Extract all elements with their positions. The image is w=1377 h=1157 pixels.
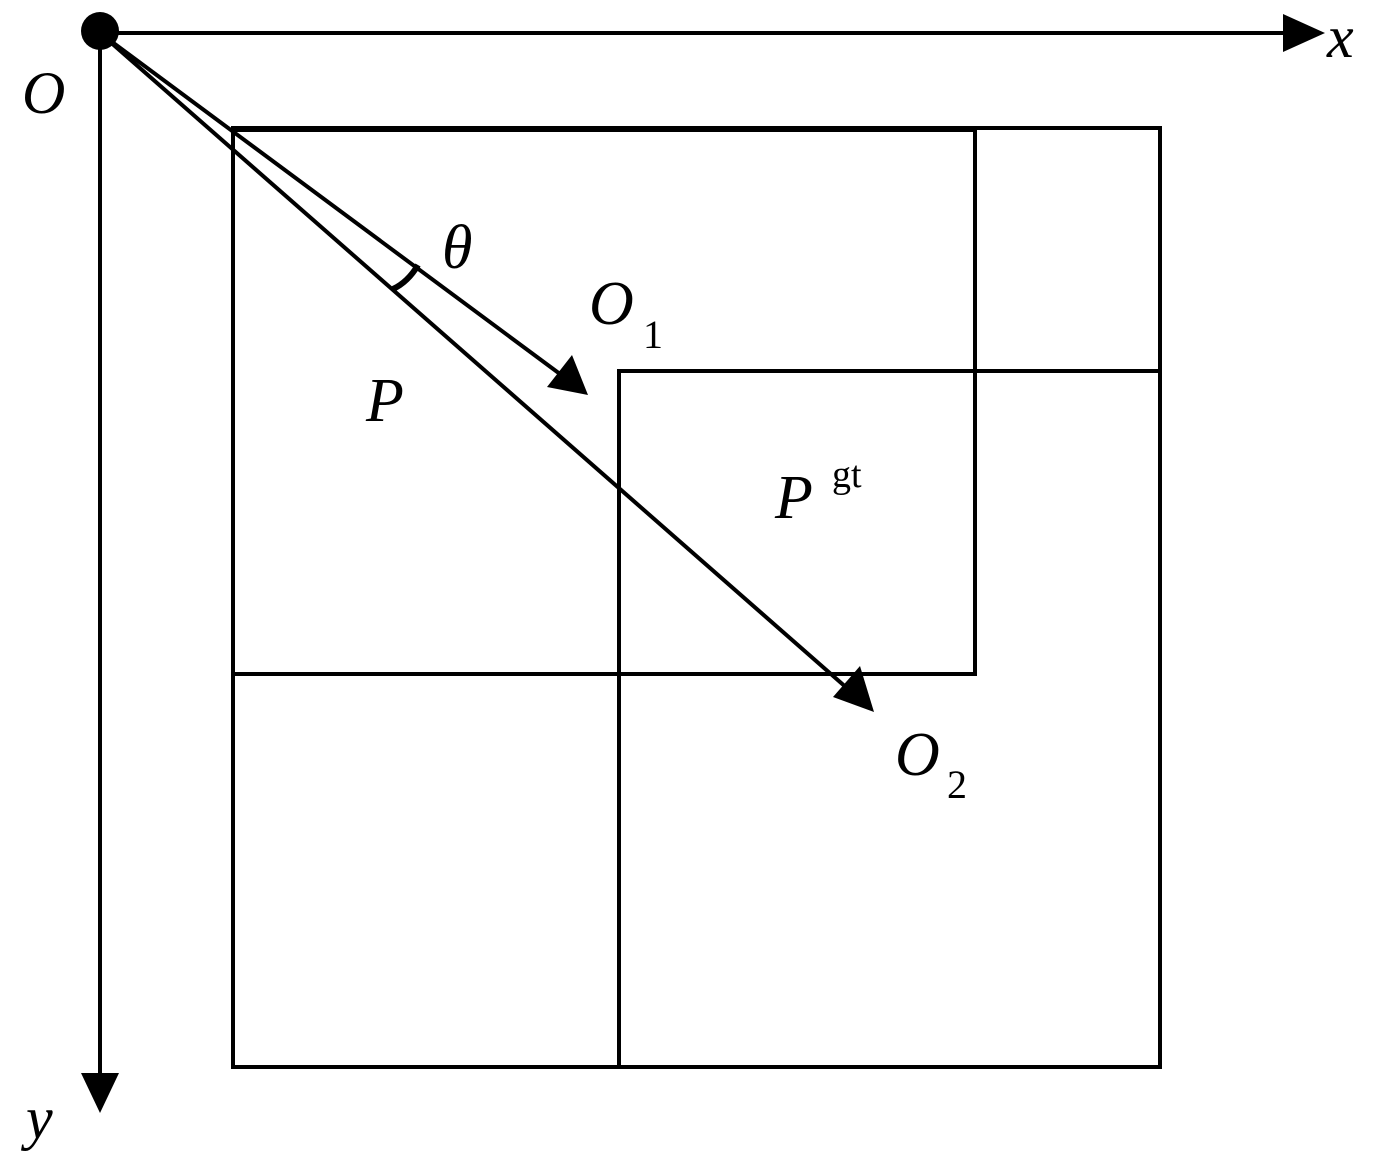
pgt-label: P	[774, 464, 813, 532]
p-label: P	[365, 367, 404, 435]
origin-label: O	[22, 60, 65, 126]
vector-o-o1	[98, 31, 562, 376]
theta-arc	[391, 263, 421, 292]
o2-label: O	[895, 721, 940, 789]
box-p	[231, 128, 977, 676]
x-axis-label: x	[1326, 4, 1354, 70]
outer-box	[231, 126, 1162, 1069]
vector-o1-arrowhead	[547, 355, 588, 395]
y-axis-arrowhead	[81, 1073, 119, 1113]
box-pgt	[617, 369, 1162, 1069]
y-axis-label: y	[20, 1085, 53, 1151]
x-axis-arrowhead	[1283, 14, 1325, 52]
vector-o2-arrowhead	[833, 666, 874, 712]
o1-label: O	[589, 270, 634, 338]
o1-subscript: 1	[643, 312, 663, 357]
pgt-superscript: gt	[832, 454, 862, 496]
vector-o-o2	[98, 31, 850, 691]
o2-subscript: 2	[947, 762, 967, 807]
theta-label: θ	[442, 214, 472, 282]
